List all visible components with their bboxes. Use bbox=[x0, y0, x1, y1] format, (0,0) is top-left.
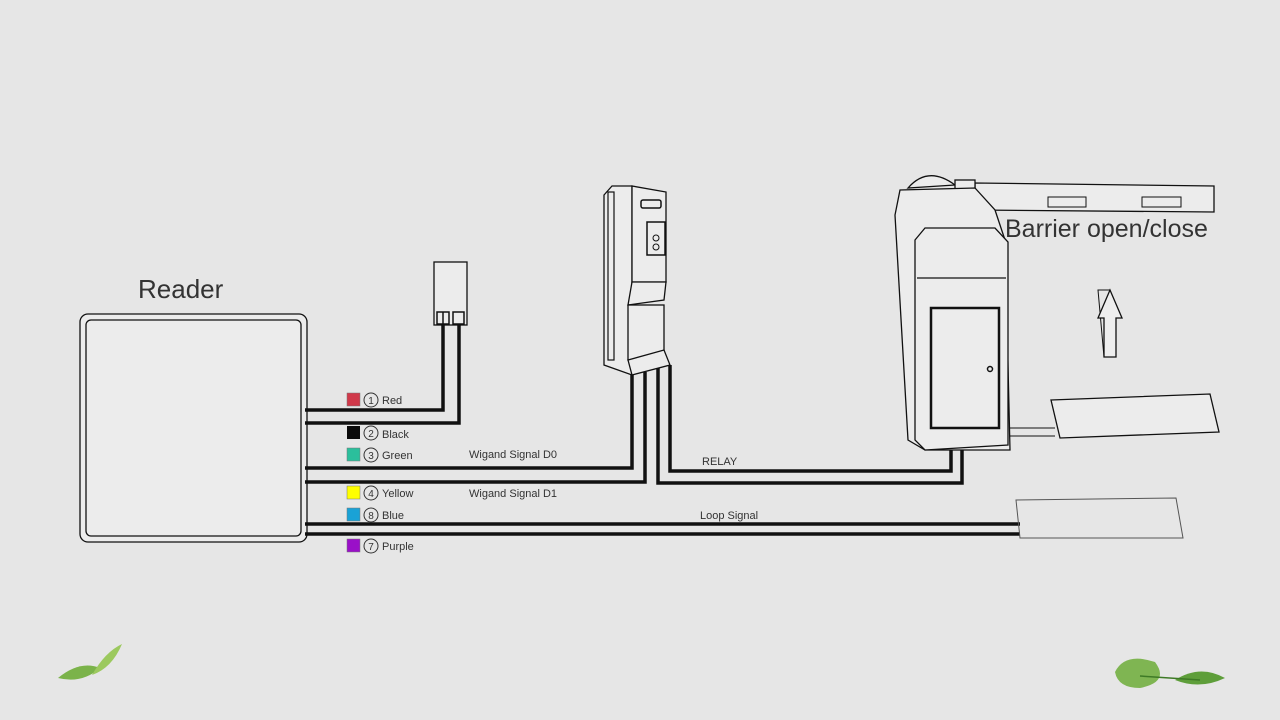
signal-d0-label: Wigand Signal D0 bbox=[469, 449, 557, 461]
color-swatch-red bbox=[346, 392, 361, 407]
power-supply bbox=[433, 261, 468, 326]
wire-number: 3 bbox=[368, 451, 374, 462]
up-arrow-icon bbox=[1097, 288, 1123, 358]
reader-title: Reader bbox=[138, 274, 224, 304]
color-swatch-green bbox=[346, 447, 361, 462]
wire-label: Purple bbox=[382, 541, 414, 553]
leaf-decoration-left bbox=[58, 644, 122, 680]
wire-number: 8 bbox=[368, 511, 374, 522]
wire-number: 1 bbox=[368, 396, 374, 407]
wire-number: 2 bbox=[368, 429, 374, 440]
wire-number: 4 bbox=[368, 489, 374, 500]
signal-d1-label: Wigand Signal D1 bbox=[469, 488, 557, 500]
loop-detector bbox=[1015, 497, 1184, 539]
wire-legend: 1 Red 2 Black 3 Green 4 Yellow 8 Blue 7 … bbox=[346, 392, 414, 554]
color-swatch-blue bbox=[346, 507, 361, 522]
loop-signal-label: Loop Signal bbox=[700, 510, 758, 522]
wire-label: Blue bbox=[382, 510, 404, 522]
wires bbox=[305, 325, 1020, 536]
wire-label: Red bbox=[382, 395, 402, 407]
wire-label: Green bbox=[382, 450, 413, 462]
color-swatch-black bbox=[347, 426, 360, 439]
barrier-title: Barrier open/close bbox=[1005, 215, 1208, 243]
color-swatch-purple bbox=[346, 538, 361, 553]
color-swatch-yellow bbox=[346, 485, 361, 500]
wire-label: Black bbox=[382, 429, 409, 441]
wire-label: Yellow bbox=[382, 488, 413, 500]
access-controller bbox=[603, 185, 671, 376]
reader-device bbox=[79, 313, 308, 543]
wire-number: 7 bbox=[368, 542, 374, 553]
barrier-gate bbox=[894, 175, 1220, 451]
leaf-decoration-right bbox=[1115, 658, 1225, 688]
relay-label: RELAY bbox=[702, 456, 738, 468]
